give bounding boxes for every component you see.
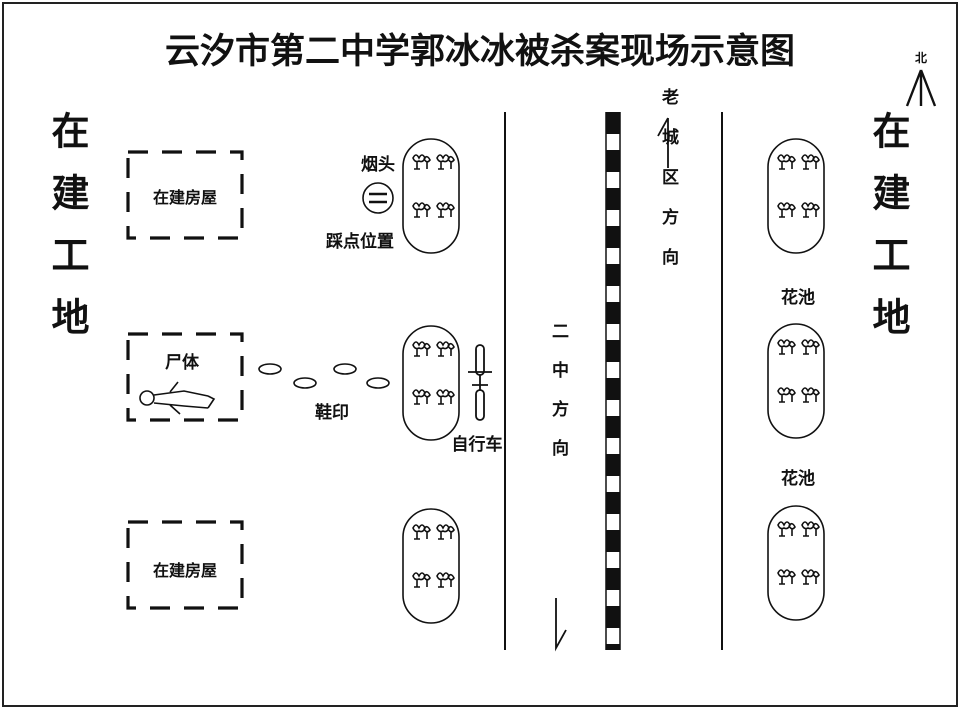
label-body: 尸体 [165,352,200,373]
label-footprints: 鞋印 [315,402,349,423]
building-top: 在建房屋 [126,150,244,240]
diagram-title: 云汐市第二中学郭冰冰被杀案现场示意图 [165,31,795,72]
planter-left-3 [403,509,459,623]
label-site-left: 在建工地 [45,111,89,359]
planter-left-1 [403,139,459,253]
planter-right-3 [768,506,824,620]
label-dir-school: 二中方向 [548,322,569,478]
arrow-up-icon [657,117,669,168]
planter-left-2 [403,326,459,440]
label-site-right: 在建工地 [866,111,910,359]
building-bottom: 在建房屋 [126,520,244,610]
label-bicycle: 自行车 [452,434,503,455]
compass-label: 北 [915,50,927,65]
planter-right-1 [768,139,824,253]
bicycle-icon [468,344,492,421]
label-flowerbed-2: 花池 [781,468,815,489]
body-area: 尸体 [126,332,244,422]
label-dir-oldtown: 老城区方向 [658,87,680,288]
label-building-top: 在建房屋 [153,188,217,207]
planter-right-2 [768,324,824,438]
label-building-bottom: 在建房屋 [153,561,217,580]
north-arrow-icon: 北 [905,50,937,107]
body-figure-icon [139,381,216,415]
cigarette-butt-icon [362,182,394,214]
label-flowerbed-1: 花池 [781,287,815,308]
label-cigarette: 烟头 [361,154,395,175]
footprints-icon [258,363,390,389]
label-stand-point: 踩点位置 [326,231,394,252]
arrow-down-icon [555,598,567,652]
